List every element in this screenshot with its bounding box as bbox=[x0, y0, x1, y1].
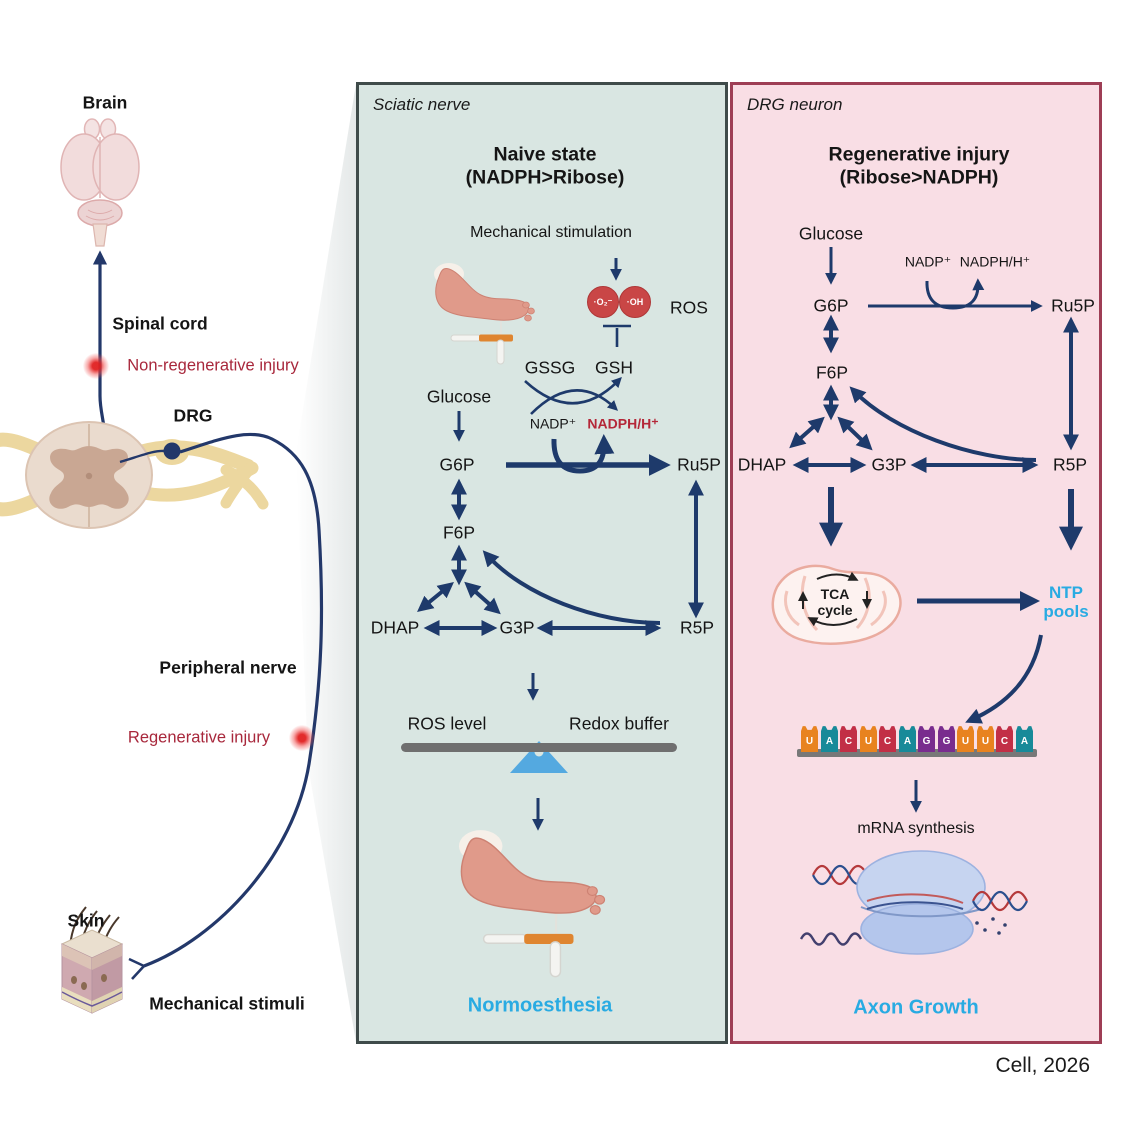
mrna-synthesis-label: mRNA synthesis bbox=[857, 820, 975, 837]
peripheral-nerve-path bbox=[143, 432, 324, 968]
sciatic-title-line2: (NADPH>Ribose) bbox=[465, 166, 625, 189]
r5p-label: R5P bbox=[679, 617, 715, 638]
glucose-label: Glucose bbox=[426, 386, 492, 407]
superoxide-label: ·O₂⁻ bbox=[593, 296, 613, 307]
ros-level-label: ROS level bbox=[407, 713, 487, 734]
ribosome-illustration bbox=[799, 850, 1028, 955]
drg-label: DRG bbox=[173, 405, 213, 426]
rna-nucleotide: C bbox=[879, 726, 896, 752]
dna-helix-left bbox=[812, 864, 868, 886]
tca-arrow-top bbox=[816, 571, 859, 581]
nerve-terminal-fork bbox=[128, 957, 145, 980]
mechanical-stimuli-label: Mechanical stimuli bbox=[149, 993, 305, 1014]
nadp-label: NADP⁺ bbox=[904, 253, 952, 270]
redox-buffer-label: Redox buffer bbox=[569, 713, 669, 734]
arrow-branch-dhap bbox=[417, 581, 454, 613]
non-regenerative-injury-label: Non-regenerative injury bbox=[127, 356, 299, 375]
tca-label-line1: TCA bbox=[821, 586, 850, 602]
oxidation-u-curve bbox=[925, 278, 985, 310]
g3p-label: G3P bbox=[871, 454, 907, 475]
ntp-pools-line2: pools bbox=[1043, 602, 1089, 621]
curve-r5p-f6p bbox=[849, 386, 1037, 462]
paw-von-frey-naive bbox=[433, 262, 536, 365]
rna-nucleotide: A bbox=[1016, 726, 1033, 752]
gssg-label: GSSG bbox=[524, 357, 576, 378]
ru5p-label: Ru5P bbox=[1051, 295, 1095, 316]
ros-label: ROS bbox=[670, 297, 708, 318]
f6p-label: F6P bbox=[815, 362, 849, 383]
rna-nucleotide: G bbox=[918, 726, 935, 752]
rna-nucleotide: U bbox=[801, 726, 818, 752]
r5p-label: R5P bbox=[1052, 454, 1088, 475]
g3p-label: G3P bbox=[499, 617, 535, 638]
brain-illustration bbox=[60, 118, 140, 247]
drg-title-line1: Regenerative injury bbox=[828, 143, 1010, 166]
sciatic-title-line1: Naive state bbox=[493, 143, 597, 166]
rna-backbone bbox=[797, 749, 1037, 757]
balance-beam bbox=[401, 743, 677, 752]
curve-r5p-f6p bbox=[482, 550, 661, 625]
arrow-branch-g3p bbox=[464, 581, 501, 615]
regenerative-injury-label: Regenerative injury bbox=[127, 728, 271, 747]
arrow-branch-g3p bbox=[837, 416, 873, 451]
skin-label: Skin bbox=[67, 910, 105, 931]
superoxide-icon: ·O₂⁻ bbox=[587, 286, 619, 318]
tca-label-line2: cycle bbox=[817, 602, 852, 618]
drg-soma-dot bbox=[163, 442, 181, 460]
gssg-gsh-arc bbox=[524, 377, 622, 405]
dhap-label: DHAP bbox=[737, 454, 787, 475]
rna-nucleotide: G bbox=[938, 726, 955, 752]
nadph-label: NADPH/H⁺ bbox=[587, 415, 659, 432]
dna-helix-right bbox=[972, 890, 1028, 912]
drg-pathway-arrows: TCA cycle bbox=[771, 247, 1083, 955]
ntp-pools-line1: NTP bbox=[1049, 583, 1083, 602]
curve-ntp-rna bbox=[965, 634, 1043, 724]
nascent-strand bbox=[799, 932, 863, 946]
paw-von-frey-outcome bbox=[457, 829, 606, 978]
gsh-label: GSH bbox=[595, 357, 633, 378]
release-dots bbox=[975, 917, 1007, 935]
inhibition-tbar bbox=[603, 324, 631, 347]
mitochondrion-illustration: TCA cycle bbox=[771, 564, 902, 645]
oxidation-u-curve bbox=[551, 434, 615, 474]
rna-nucleotide: U bbox=[977, 726, 994, 752]
spinal-cord-cross-section bbox=[0, 421, 269, 529]
citation: Cell, 2026 bbox=[995, 1054, 1090, 1077]
ru5p-label: Ru5P bbox=[677, 454, 721, 475]
peripheral-nerve-label: Peripheral nerve bbox=[159, 657, 297, 678]
arrow-branch-dhap bbox=[789, 416, 825, 449]
nadp-label: NADP⁺ bbox=[529, 415, 577, 432]
brain-label: Brain bbox=[82, 92, 128, 113]
tca-arrow-bottom bbox=[807, 617, 858, 627]
rna-nucleotide: U bbox=[957, 726, 974, 752]
normoesthesia-label: Normoesthesia bbox=[467, 994, 613, 1017]
glucose-label: Glucose bbox=[798, 223, 864, 244]
sciatic-panel-tag: Sciatic nerve bbox=[373, 95, 471, 114]
g6p-label: G6P bbox=[439, 454, 475, 475]
rna-nucleotide: A bbox=[821, 726, 838, 752]
non-regenerative-injury-site bbox=[83, 353, 109, 379]
spinal-cord-label: Spinal cord bbox=[112, 313, 208, 334]
f6p-label: F6P bbox=[442, 522, 476, 543]
drg-panel-tag: DRG neuron bbox=[747, 95, 843, 114]
sciatic-nerve-panel: Sciatic nerve Naive state (NADPH>Ribose)… bbox=[356, 82, 728, 1044]
axon-growth-label: Axon Growth bbox=[853, 996, 979, 1019]
rna-nucleotide: U bbox=[860, 726, 877, 752]
dhap-label: DHAP bbox=[370, 617, 420, 638]
zoom-beam-wedge bbox=[296, 84, 356, 1042]
rna-nucleotide: C bbox=[996, 726, 1013, 752]
mech-stimulation-label: Mechanical stimulation bbox=[470, 224, 632, 241]
drg-title-line2: (Ribose>NADPH) bbox=[839, 166, 999, 189]
drg-neuron-panel: TCA cycle bbox=[730, 82, 1102, 1044]
rna-nucleotide: A bbox=[899, 726, 916, 752]
rna-nucleotide: C bbox=[840, 726, 857, 752]
nadph-label: NADPH/H⁺ bbox=[959, 253, 1031, 270]
hydroxyl-icon: ·OH bbox=[619, 286, 651, 318]
g6p-label: G6P bbox=[813, 295, 849, 316]
hydroxyl-label: ·OH bbox=[626, 297, 644, 307]
nadp-nadph-arc bbox=[530, 389, 619, 415]
regenerative-injury-site bbox=[289, 725, 315, 751]
